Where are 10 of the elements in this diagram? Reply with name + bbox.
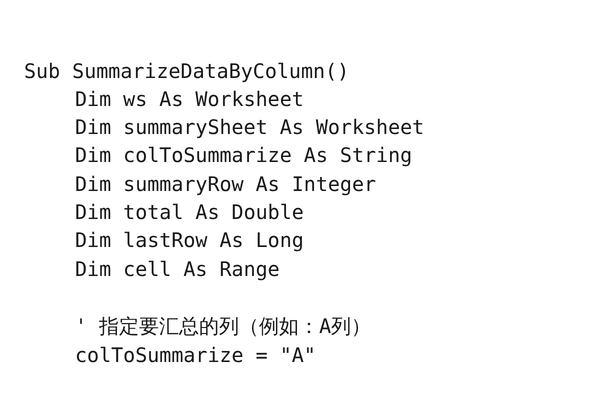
code-line: Dim cell As Range (75, 257, 280, 281)
code-line: Dim summarySheet As Worksheet (75, 115, 424, 139)
code-line: Dim ws As Worksheet (75, 87, 304, 111)
code-line: colToSummarize = "A" (75, 343, 316, 367)
code-line: Dim colToSummarize As String (75, 143, 412, 167)
code-line: Dim total As Double (75, 200, 304, 224)
code-line: Sub SummarizeDataByColumn() (24, 59, 350, 83)
code-line: Dim lastRow As Long (75, 228, 304, 252)
code-line: ' 指定要汇总的列（例如：A列） (75, 314, 372, 338)
code-line: Dim summaryRow As Integer (75, 172, 376, 196)
